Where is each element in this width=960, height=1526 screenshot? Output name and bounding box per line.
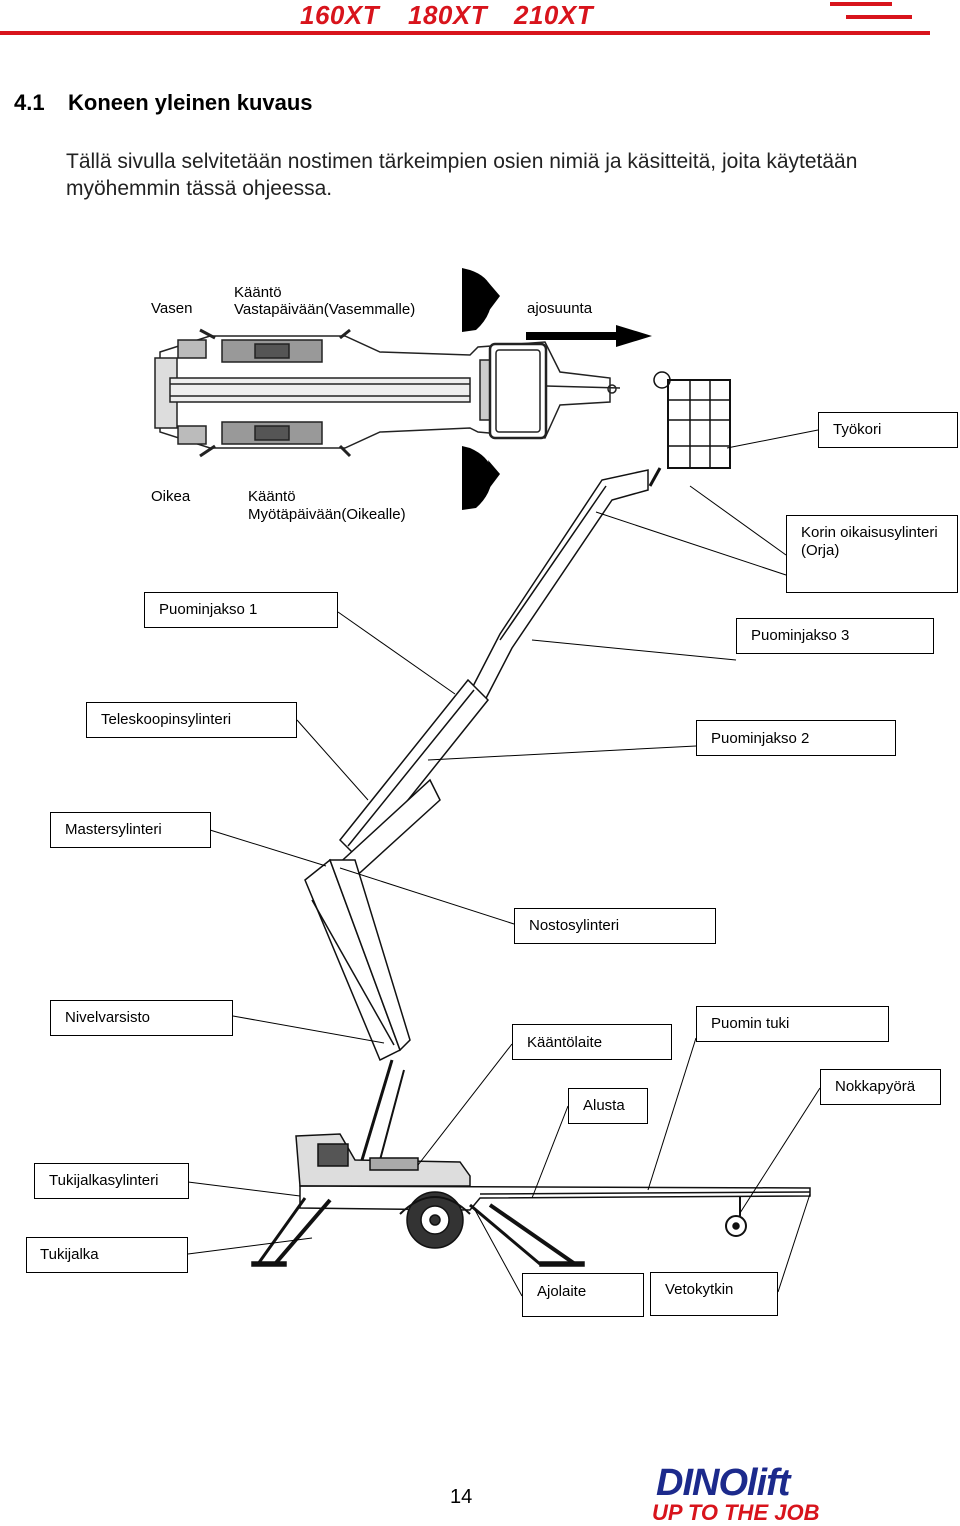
model-210xt: 210XT <box>514 0 594 30</box>
label-puominjakso-3: Puominjakso 3 <box>736 618 934 654</box>
label-nivelvarsisto: Nivelvarsisto <box>50 1000 233 1036</box>
label-teleskoopinsylinteri: Teleskoopinsylinteri <box>86 702 297 738</box>
label-nokkapyora: Nokkapyörä <box>820 1069 941 1105</box>
logo-text: DINOlift <box>656 1462 790 1504</box>
label-puomin-tuki: Puomin tuki <box>696 1006 889 1042</box>
intro-paragraph: Tällä sivulla selvitetään nostimen tärke… <box>66 150 858 200</box>
label-tukijalka: Tukijalka <box>26 1237 188 1273</box>
rotate-ccw-label-line1: Kääntö <box>234 284 282 301</box>
section-title: Koneen yleinen kuvaus <box>68 90 313 115</box>
model-160xt: 160XT <box>300 0 380 30</box>
label-ajolaite: Ajolaite <box>522 1273 644 1317</box>
top-view-drawing <box>154 328 621 458</box>
direction-label: ajosuunta <box>527 300 593 317</box>
page-number: 14 <box>450 1486 473 1508</box>
rotate-ccw-arrow-icon <box>462 268 500 332</box>
rotate-cw-arrow-icon <box>462 446 500 510</box>
model-180xt: 180XT <box>408 0 488 30</box>
left-side-label: Vasen <box>151 300 193 317</box>
label-puominjakso-2: Puominjakso 2 <box>696 720 896 756</box>
header-mark-top <box>830 2 892 6</box>
rotate-cw-label-line2: Myötäpäivään(Oikealle) <box>248 506 406 523</box>
label-korin-line2: (Orja) <box>801 542 840 559</box>
label-kaantolaite: Kääntölaite <box>512 1024 672 1060</box>
rotate-cw-label-line1: Kääntö <box>248 488 296 505</box>
rotate-ccw-label-line2: Vastapäivään(Vasemmalle) <box>234 301 416 318</box>
section-heading: 4.1 Koneen yleinen kuvaus <box>14 90 313 116</box>
right-side-label: Oikea <box>151 488 191 505</box>
dinolift-logo: DINOlift UP TO THE JOB <box>650 1462 850 1526</box>
leader-lines <box>187 429 821 1297</box>
label-korin-oikaisusylinteri: Korin oikaisusylinteri (Orja) <box>786 515 958 593</box>
section-number: 4.1 <box>14 90 45 115</box>
travel-direction-arrow-icon <box>526 325 652 347</box>
label-korin-line1: Korin oikaisusylinteri <box>801 524 938 541</box>
label-tyokori: Työkori <box>818 412 958 448</box>
label-alusta: Alusta <box>568 1088 648 1124</box>
logo-tagline: UP TO THE JOB <box>652 1500 820 1525</box>
header-rule <box>0 31 930 35</box>
label-vetokytkin: Vetokytkin <box>650 1272 778 1316</box>
model-header: 160XT 180XT 210XT <box>0 0 960 30</box>
label-mastersylinteri: Mastersylinteri <box>50 812 211 848</box>
side-view-drawing <box>251 371 811 1267</box>
label-nostosylinteri: Nostosylinteri <box>514 908 716 944</box>
label-tukijalkasylinteri: Tukijalkasylinteri <box>34 1163 189 1199</box>
label-puominjakso-1: Puominjakso 1 <box>144 592 338 628</box>
header-mark-bottom <box>846 15 912 19</box>
